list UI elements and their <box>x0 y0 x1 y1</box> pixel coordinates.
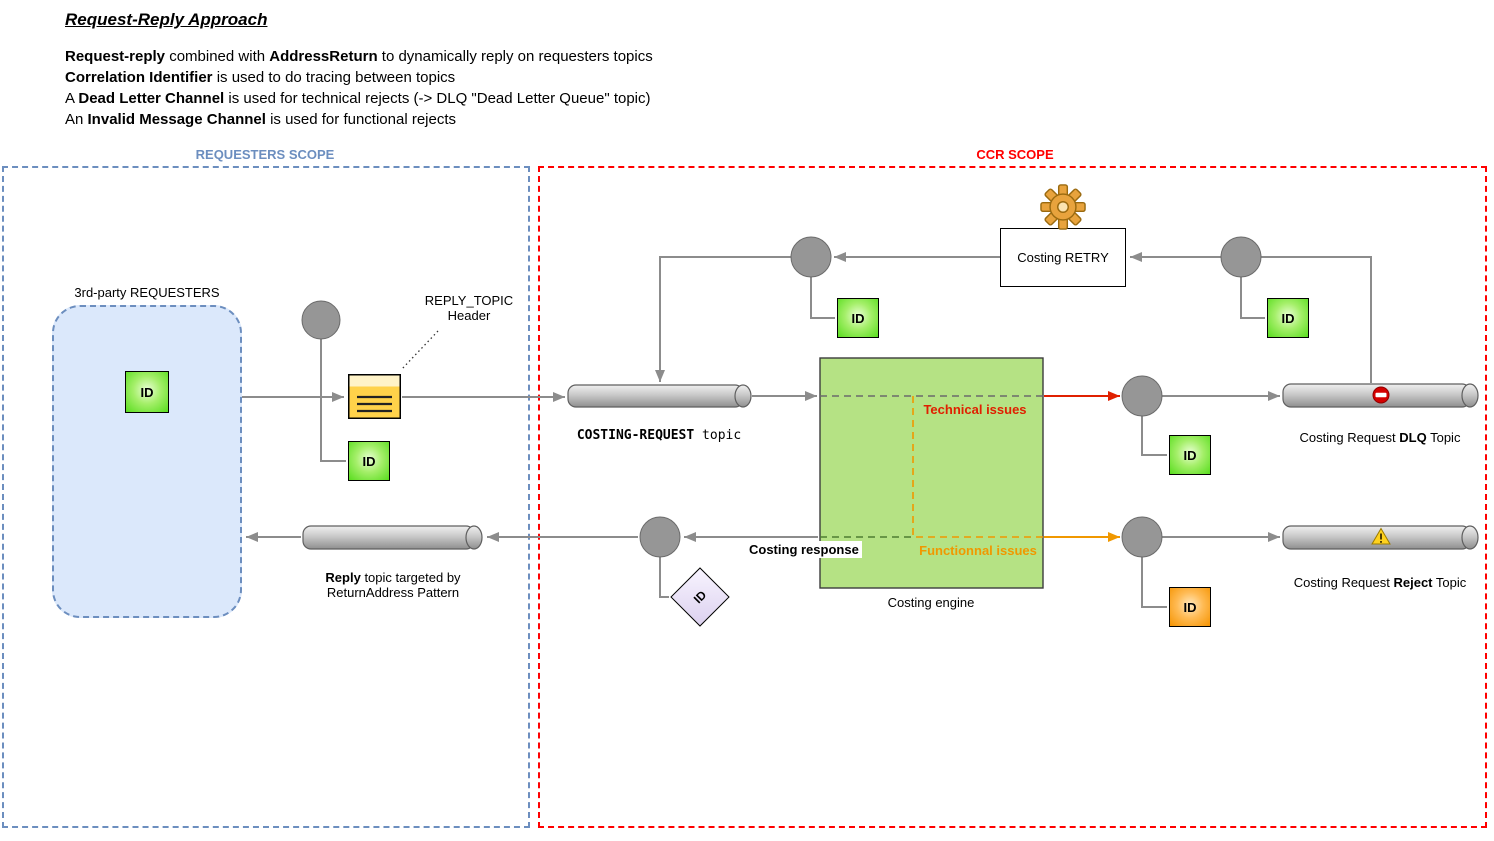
intro-line-3-bold-1: Dead Letter Channel <box>78 90 225 107</box>
dlq-topic-label-pre: Costing Request <box>1299 430 1400 445</box>
functional-issues-label: Functionnal issues <box>919 543 1037 558</box>
requesters-scope-label: REQUESTERS SCOPE <box>195 147 335 162</box>
costing-request-topic-suffix: topic <box>694 428 742 443</box>
reply-topic-label: Reply topic targeted by ReturnAddress Pa… <box>293 570 493 600</box>
connector-node-dlq <box>1121 375 1163 417</box>
costing-request-topic-pipe <box>567 384 752 408</box>
intro-text: Request-reply combined with AddressRetur… <box>65 46 653 130</box>
connector-nodes <box>301 236 1262 558</box>
reject-topic-label-post: Topic <box>1432 575 1467 590</box>
costing-request-topic-name: COSTING-REQUEST <box>576 428 695 443</box>
no-entry-icon <box>1372 386 1390 404</box>
id-diamond-label: ID <box>690 587 710 607</box>
third-party-requesters-container <box>52 305 242 618</box>
intro-line-4-bold-1: Invalid Message Channel <box>87 111 266 128</box>
connector-node-requester <box>301 300 341 340</box>
engine-internal-routes <box>820 395 1043 538</box>
id-stamp-label: ID <box>1183 599 1197 615</box>
message-envelope-icon <box>348 374 401 419</box>
costing-response-label: Costing response <box>746 541 862 558</box>
correlation-id-stamp-dlq: ID <box>1169 435 1211 475</box>
requesters-scope-boundary <box>2 166 530 828</box>
correlation-id-stamp-reject: ID <box>1169 587 1211 627</box>
intro-line-1: Request-reply combined with AddressRetur… <box>65 46 653 67</box>
ccr-scope-boundary <box>538 166 1487 828</box>
reply-topic-label-line2: ReturnAddress Pattern <box>326 585 460 600</box>
intro-line-1-bold-1: Request-reply <box>65 48 166 65</box>
correlation-id-stamp-request: ID <box>348 441 390 481</box>
page-title: Request-Reply Approach <box>65 10 268 29</box>
id-stamp-label: ID <box>140 384 154 400</box>
intro-line-1-text-2: to dynamically reply on requesters topic… <box>377 48 653 65</box>
third-party-requesters-label: 3rd-party REQUESTERS <box>74 285 220 300</box>
reply-topic-label-bold: Reply <box>325 570 361 585</box>
reply-topic-header-label: REPLY_TOPIC Header <box>413 293 525 323</box>
technical-issues-label: Technical issues <box>923 402 1027 417</box>
connector-node-retry-right <box>1220 236 1262 278</box>
intro-line-1-text-1: combined with <box>165 48 270 65</box>
intro-line-4: An Invalid Message Channel is used for f… <box>65 109 653 130</box>
connector-node-response <box>639 516 681 558</box>
correlation-id-stamp-retry-left: ID <box>837 298 879 338</box>
gear-icon <box>1040 184 1086 230</box>
connector-node-retry-left <box>790 236 832 278</box>
reply-topic-header-line1: REPLY_TOPIC <box>424 293 514 308</box>
reply-topic-label-rest: topic targeted by <box>360 570 461 585</box>
dlq-topic-label-bold: DLQ <box>1399 430 1427 445</box>
intro-line-3-text-0: A <box>65 90 79 107</box>
intro-line-1-bold-2: AddressReturn <box>269 48 378 65</box>
connectors <box>242 252 1372 608</box>
dlq-topic-label-post: Topic <box>1426 430 1461 445</box>
correlation-id-stamp-retry-right: ID <box>1267 298 1309 338</box>
id-stamp-label: ID <box>1183 447 1197 463</box>
warning-icon <box>1371 527 1391 545</box>
reject-topic-label-pre: Costing Request <box>1293 575 1394 590</box>
reject-topic-label: Costing Request Reject Topic <box>1280 575 1480 590</box>
intro-line-2-text-1: is used to do tracing between topics <box>212 69 456 86</box>
id-stamp-label: ID <box>851 310 865 326</box>
costing-retry-box: Costing RETRY <box>1000 228 1126 287</box>
dlq-topic-label: Costing Request DLQ Topic <box>1280 430 1480 445</box>
costing-engine-label: Costing engine <box>887 595 975 610</box>
id-stamp-label: ID <box>362 453 376 469</box>
costing-request-topic-label: COSTING-REQUEST topic <box>549 427 769 443</box>
reply-topic-callout-line <box>400 330 439 371</box>
intro-line-3-text-1: is used for technical rejects (-> DLQ "D… <box>224 90 651 107</box>
intro-line-2: Correlation Identifier is used to do tra… <box>65 67 653 88</box>
intro-line-2-bold-1: Correlation Identifier <box>65 69 213 86</box>
correlation-id-stamp-requester: ID <box>125 371 169 413</box>
reject-topic-label-bold: Reject <box>1393 575 1433 590</box>
connector-node-reject <box>1121 516 1163 558</box>
costing-retry-label: Costing RETRY <box>1017 250 1109 265</box>
intro-line-3: A Dead Letter Channel is used for techni… <box>65 88 653 109</box>
reply-topic-pipe <box>302 525 483 550</box>
intro-line-4-text-0: An <box>65 111 88 128</box>
reply-topic-label-line1: Reply topic targeted by <box>293 570 493 585</box>
ccr-scope-label: CCR SCOPE <box>976 147 1054 162</box>
reply-topic-header-line2: Header <box>447 308 491 323</box>
id-stamp-label: ID <box>1281 310 1295 326</box>
intro-line-4-text-1: is used for functional rejects <box>265 111 456 128</box>
